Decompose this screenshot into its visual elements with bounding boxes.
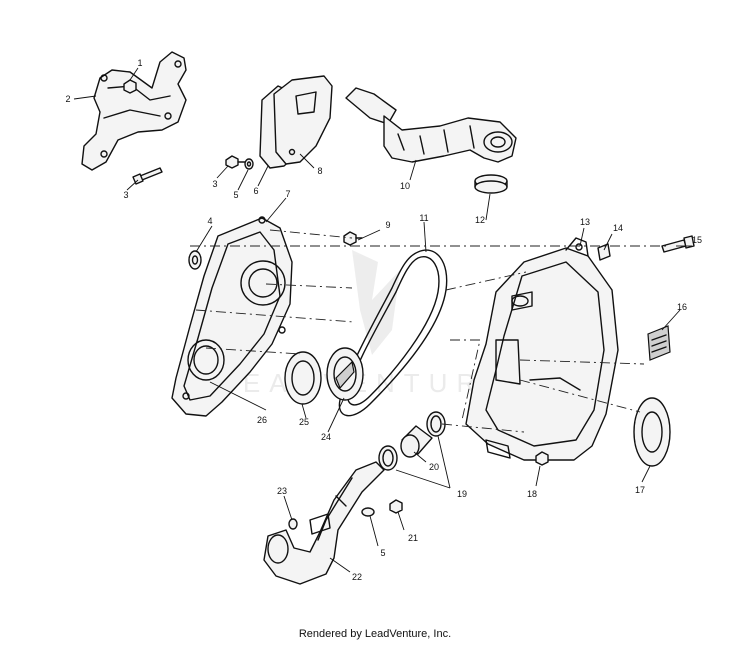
washer-bottom — [361, 507, 375, 517]
watermark-text: LEADVENTURE — [219, 368, 510, 398]
hose-clamp-lower — [378, 445, 398, 471]
callout-label: 3 — [212, 179, 217, 189]
callout-label: 23 — [277, 486, 287, 496]
cover-screw — [343, 231, 363, 246]
callout-label: 19 — [457, 489, 467, 499]
leader-lines — [73, 67, 692, 573]
decal-small — [597, 243, 611, 261]
callout-label: 2 — [65, 94, 70, 104]
callout-label: 5 — [233, 190, 238, 200]
callout-label: 25 — [299, 417, 309, 427]
callout-label: 8 — [317, 166, 322, 176]
mounting-bracket — [81, 51, 187, 171]
callout-labels: 1 2 3 3 5 6 8 10 12 4 7 9 11 13 14 15 16… — [65, 58, 702, 582]
callout-label: 12 — [475, 215, 485, 225]
callout-label: 9 — [385, 220, 390, 230]
callout-label: 15 — [692, 235, 702, 245]
washer-left — [188, 250, 202, 270]
callout-label: 5 — [380, 548, 385, 558]
callout-label: 3 — [123, 190, 128, 200]
screw-bottom — [389, 499, 403, 514]
duct-coupler — [400, 425, 433, 458]
callout-label: 16 — [677, 302, 687, 312]
callout-label: 22 — [352, 572, 362, 582]
callout-label: 1 — [137, 58, 142, 68]
callout-label: 21 — [408, 533, 418, 543]
callout-label: 17 — [635, 485, 645, 495]
round-decal — [633, 397, 671, 467]
cover-bolt-right — [661, 235, 695, 253]
intake-duct — [345, 87, 517, 163]
assembly-centerlines — [190, 229, 668, 433]
cover-screw-bottom — [535, 451, 549, 466]
callout-label: 18 — [527, 489, 537, 499]
drive-belt — [338, 249, 448, 417]
callout-label: 20 — [429, 462, 439, 472]
cover-plate — [273, 75, 333, 165]
screw-small — [225, 155, 247, 169]
outer-clutch-cover — [465, 237, 619, 461]
exhaust-duct — [263, 461, 385, 585]
callout-label: 11 — [419, 213, 428, 223]
footer-credit: Rendered by LeadVenture, Inc. — [298, 628, 452, 640]
grommet-bottom — [288, 518, 298, 530]
bracket-bolt — [132, 167, 163, 185]
warning-decal — [647, 325, 671, 361]
callout-label: 14 — [613, 223, 623, 233]
shaft-seal — [284, 351, 322, 405]
callout-label: 26 — [257, 415, 267, 425]
hose-clamp-upper — [426, 411, 446, 437]
callout-label: 13 — [580, 217, 590, 227]
rubber-grommet — [474, 174, 508, 194]
callout-label: 7 — [285, 189, 290, 199]
callout-label: 4 — [207, 216, 212, 226]
inner-clutch-cover — [171, 216, 293, 417]
callout-label: 6 — [253, 186, 258, 196]
callout-label: 24 — [321, 432, 331, 442]
washer-small — [244, 158, 254, 170]
callout-label: 10 — [400, 181, 410, 191]
bearing-seal — [326, 347, 364, 401]
